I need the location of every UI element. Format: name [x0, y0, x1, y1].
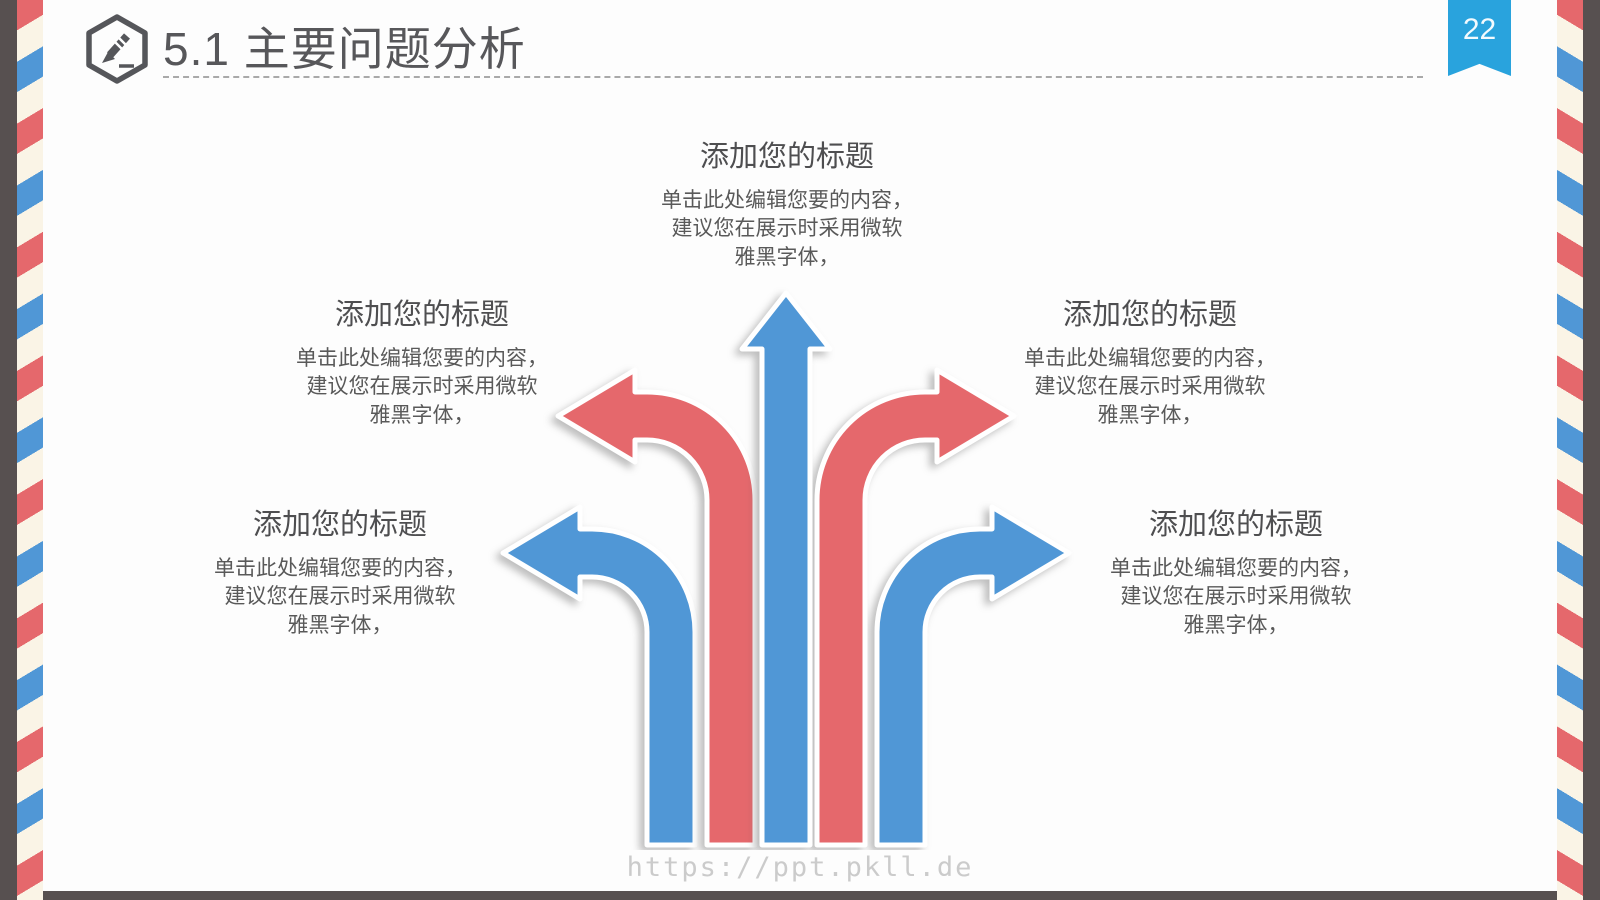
block-body-line: 单击此处编辑您要的内容， — [214, 556, 466, 580]
branching-arrows-diagram — [500, 290, 1072, 848]
page-number: 22 — [1462, 13, 1497, 46]
arrow-upper-right-red — [814, 367, 1017, 848]
title-divider-dashed — [163, 76, 1423, 78]
page-title: 5.1 主要问题分析 — [163, 23, 526, 75]
arrow-lower-left-blue — [500, 504, 698, 848]
block-body-line: 雅黑字体， — [369, 403, 475, 427]
pencil-hexagon-icon — [86, 14, 148, 84]
text-block-lower-right: 添加您的标题 单击此处编辑您要的内容， 建议您在展示时采用微软 雅黑字体， — [1081, 508, 1391, 640]
block-title: 添加您的标题 — [334, 299, 509, 331]
airmail-stripe-border-right — [1557, 0, 1583, 900]
block-body-line: 雅黑字体， — [1183, 613, 1289, 637]
text-block-middle-right: 添加您的标题 单击此处编辑您要的内容， 建议您在展示时采用微软 雅黑字体， — [995, 298, 1305, 430]
block-body-line: 建议您在展示时采用微软 — [1120, 585, 1352, 609]
text-block-lower-left: 添加您的标题 单击此处编辑您要的内容， 建议您在展示时采用微软 雅黑字体， — [185, 508, 495, 640]
block-title: 添加您的标题 — [1062, 299, 1237, 331]
block-body-line: 单击此处编辑您要的内容， — [661, 188, 913, 212]
text-block-middle-left: 添加您的标题 单击此处编辑您要的内容， 建议您在展示时采用微软 雅黑字体， — [267, 298, 577, 430]
airmail-stripe-border-left — [17, 0, 43, 900]
arrow-upper-left-red — [555, 367, 758, 848]
block-body-line: 雅黑字体， — [1097, 403, 1203, 427]
block-body-line: 雅黑字体， — [734, 245, 840, 269]
block-title: 添加您的标题 — [1148, 509, 1323, 541]
block-body-line: 单击此处编辑您要的内容， — [296, 346, 548, 370]
block-body-line: 建议您在展示时采用微软 — [224, 585, 456, 609]
block-body-line: 雅黑字体， — [287, 613, 393, 637]
frame-edge-bottom — [0, 891, 1600, 900]
block-body-line: 单击此处编辑您要的内容， — [1024, 346, 1276, 370]
block-body-line: 建议您在展示时采用微软 — [1034, 375, 1266, 399]
block-title: 添加您的标题 — [699, 141, 874, 173]
frame-edge-left — [0, 0, 17, 900]
arrow-lower-right-blue — [874, 504, 1072, 848]
block-title: 添加您的标题 — [252, 509, 427, 541]
text-block-top-center: 添加您的标题 单击此处编辑您要的内容， 建议您在展示时采用微软 雅黑字体， — [632, 140, 942, 272]
watermark-url: https://ppt.pkll.de — [626, 852, 974, 883]
block-body-line: 建议您在展示时采用微软 — [671, 217, 903, 241]
block-body-line: 单击此处编辑您要的内容， — [1110, 556, 1362, 580]
arrow-center-up-blue — [739, 290, 833, 848]
frame-edge-right — [1583, 0, 1600, 900]
page-number-ribbon: 22 — [1448, 0, 1511, 76]
block-body-line: 建议您在展示时采用微软 — [306, 375, 538, 399]
